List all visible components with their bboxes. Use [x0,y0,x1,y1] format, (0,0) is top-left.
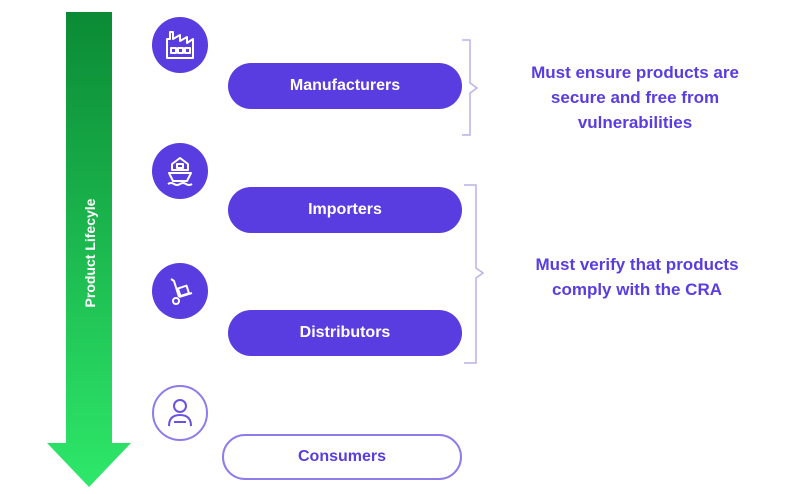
role-importers: Importers [228,187,462,233]
bracket-manufacturers [462,39,479,136]
requirement-importers-distributors-line: comply with the CRA [551,280,722,299]
role-manufacturers: Manufacturers [228,63,462,109]
role-consumers-label: Consumers [297,448,387,465]
role-consumers: Consumers [222,434,462,480]
requirement-manufacturers-line: vulnerabilities [577,113,693,132]
requirement-importers-distributors: Must verify that products comply with th… [497,252,777,302]
requirement-manufacturers: Must ensure products are secure and free… [495,60,775,135]
ship-icon [152,143,208,199]
role-distributors-label: Distributors [299,324,391,341]
requirement-manufacturers-line: Must ensure products are [531,63,739,82]
role-manufacturers-label: Manufacturers [289,77,401,94]
requirement-importers-distributors-line: Must verify that products [535,255,739,274]
person-icon [152,385,208,441]
factory-icon [152,17,208,73]
role-distributors: Distributors [228,310,462,356]
hand-truck-icon [152,263,208,319]
role-importers-label: Importers [308,201,382,218]
requirement-manufacturers-line: secure and free from [550,88,720,107]
bracket-importers-distributors [464,184,485,364]
